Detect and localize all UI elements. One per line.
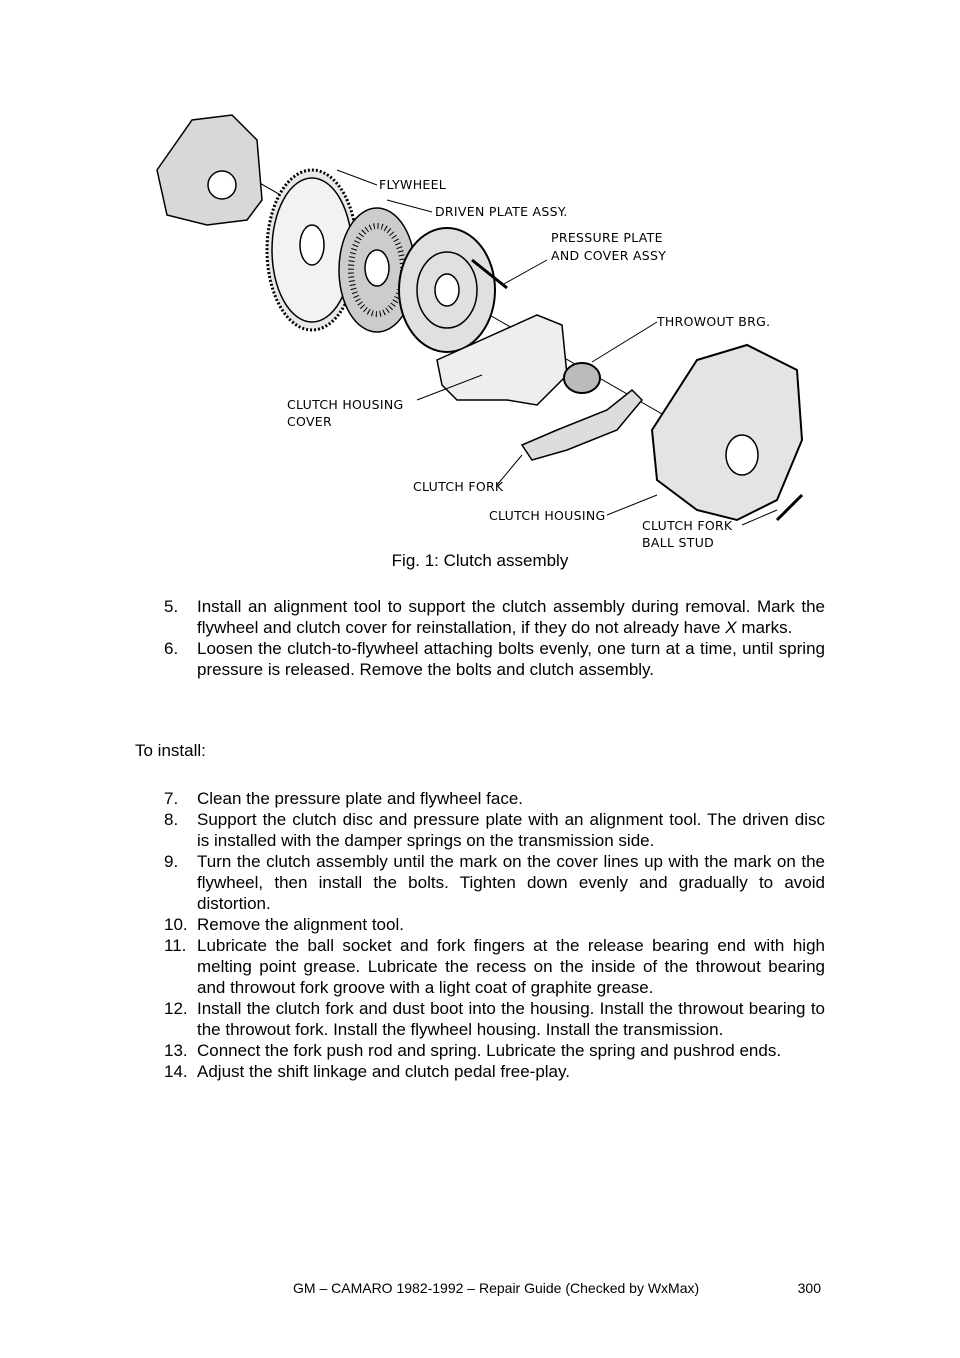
list-item: 13. Connect the fork push rod and spring… (164, 1040, 825, 1061)
step-number: 14. (164, 1062, 188, 1081)
housing-cover-shape (436, 314, 568, 406)
figure-caption: Fig. 1: Clutch assembly (391, 551, 569, 570)
step-text: Install an alignment tool to support the… (197, 596, 825, 638)
page-number: 300 (797, 1280, 821, 1296)
list-item: 10. Remove the alignment tool. (164, 914, 825, 935)
step-text: Lubricate the ball socket and fork finge… (197, 936, 825, 997)
step-number: 6. (164, 639, 179, 658)
step-number: 12. (164, 999, 188, 1018)
page-footer: GM – CAMARO 1982-1992 – Repair Guide (Ch… (135, 1280, 821, 1296)
list-item: 6. Loosen the clutch-to-flywheel attachi… (164, 638, 825, 680)
step-text: Loosen the clutch-to-flywheel attaching … (197, 639, 825, 679)
step-text: Clean the pressure plate and flywheel fa… (197, 789, 524, 808)
label-pressure-plate-2: AND COVER ASSY (551, 248, 666, 263)
engine-block-shape (156, 114, 263, 226)
list-item: 7. Clean the pressure plate and flywheel… (164, 788, 825, 809)
step-number: 7. (164, 789, 179, 808)
label-ball-stud-1: CLUTCH FORK (642, 518, 733, 533)
list-item: 11. Lubricate the ball socket and fork f… (164, 935, 825, 998)
step-number: 11. (164, 936, 187, 955)
label-driven-plate: DRIVEN PLATE ASSY. (435, 204, 568, 219)
list-item: 14. Adjust the shift linkage and clutch … (164, 1061, 825, 1082)
label-clutch-housing: CLUTCH HOUSING (489, 508, 605, 523)
clutch-assembly-figure: FLYWHEEL DRIVEN PLATE ASSY. PRESSURE PLA… (137, 100, 823, 550)
clutch-exploded-diagram: FLYWHEEL DRIVEN PLATE ASSY. PRESSURE PLA… (156, 114, 804, 550)
step-number: 9. (164, 852, 179, 871)
step-number: 10. (164, 915, 188, 934)
label-ball-stud-2: BALL STUD (642, 535, 714, 550)
step-number: 13. (164, 1041, 188, 1060)
step-text: Remove the alignment tool. (197, 915, 404, 934)
step-number: 8. (164, 810, 179, 829)
step-number: 5. (164, 597, 179, 616)
label-clutch-fork: CLUTCH FORK (413, 479, 504, 494)
list-item: 9. Turn the clutch assembly until the ma… (164, 851, 825, 914)
to-install-heading: To install: (135, 741, 206, 760)
step-text: Support the clutch disc and pressure pla… (197, 810, 825, 850)
list-item: 5. Install an alignment tool to support … (164, 596, 825, 638)
removal-steps: 5. Install an alignment tool to support … (164, 596, 825, 680)
label-flywheel: FLYWHEEL (379, 177, 446, 192)
clutch-housing-shape (650, 343, 804, 522)
step-text-part: Install an alignment tool to support the… (197, 597, 825, 637)
step-text: Adjust the shift linkage and clutch peda… (197, 1062, 570, 1081)
label-housing-cover-2: COVER (287, 414, 332, 429)
clutch-fork-shape (520, 388, 644, 461)
label-throwout-bearing: THROWOUT BRG. (656, 314, 770, 329)
list-item: 8. Support the clutch disc and pressure … (164, 809, 825, 851)
label-housing-cover-1: CLUTCH HOUSING (287, 397, 403, 412)
step-text: Install the clutch fork and dust boot in… (197, 999, 825, 1039)
step-text: Connect the fork push rod and spring. Lu… (197, 1041, 782, 1060)
step-text: Turn the clutch assembly until the mark … (197, 852, 825, 913)
label-pressure-plate-1: PRESSURE PLATE (551, 230, 663, 245)
step-text-emphasis: X (725, 618, 737, 637)
throwout-bearing-shape (563, 362, 601, 394)
footer-title: GM – CAMARO 1982-1992 – Repair Guide (Ch… (293, 1280, 700, 1296)
step-text-part: marks. (736, 618, 793, 637)
list-item: 12. Install the clutch fork and dust boo… (164, 998, 825, 1040)
install-steps: 7. Clean the pressure plate and flywheel… (164, 788, 825, 1082)
